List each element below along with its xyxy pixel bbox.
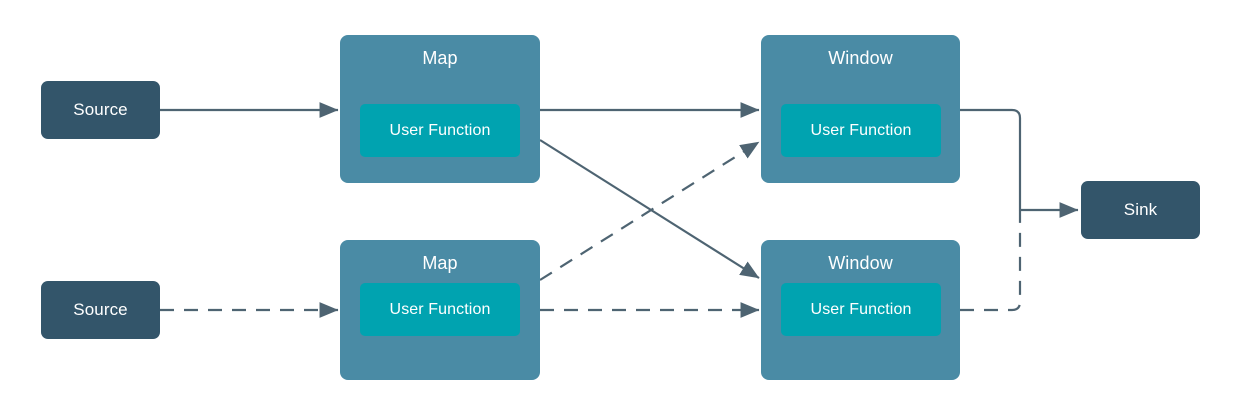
edge-window-bottom-to-sink bbox=[960, 210, 1022, 312]
node-window-bottom-title: Window bbox=[828, 253, 893, 273]
node-window-bottom[interactable]: Window User Function bbox=[761, 240, 960, 380]
node-window-top-title: Window bbox=[828, 48, 893, 68]
node-map-bottom-user-function-label: User Function bbox=[389, 300, 491, 318]
edge-map-bottom-to-window-top bbox=[539, 141, 760, 281]
node-window-bottom-user-function[interactable]: User Function bbox=[781, 283, 941, 336]
node-map-top-title: Map bbox=[422, 48, 458, 68]
node-window-top-user-function-label: User Function bbox=[810, 121, 912, 139]
node-map-top-user-function-label: User Function bbox=[389, 121, 491, 139]
node-source-top[interactable]: Source bbox=[41, 81, 160, 139]
node-window-top-user-function[interactable]: User Function bbox=[781, 104, 941, 157]
node-map-bottom-title: Map bbox=[422, 253, 458, 273]
node-sink[interactable]: Sink bbox=[1081, 181, 1200, 239]
node-window-top[interactable]: Window User Function bbox=[761, 35, 960, 183]
edge-window-top-to-sink bbox=[960, 108, 1079, 218]
node-source-top-label: Source bbox=[73, 100, 128, 119]
node-map-top[interactable]: Map User Function bbox=[340, 35, 540, 183]
node-window-bottom-user-function-label: User Function bbox=[810, 300, 912, 318]
node-map-top-user-function[interactable]: User Function bbox=[360, 104, 520, 157]
node-source-bottom[interactable]: Source bbox=[41, 281, 160, 339]
edge-map-top-to-window-bottom bbox=[539, 139, 760, 279]
node-source-bottom-label: Source bbox=[73, 300, 128, 319]
node-sink-label: Sink bbox=[1123, 200, 1158, 219]
node-map-bottom[interactable]: Map User Function bbox=[340, 240, 540, 380]
node-map-bottom-user-function[interactable]: User Function bbox=[360, 283, 520, 336]
